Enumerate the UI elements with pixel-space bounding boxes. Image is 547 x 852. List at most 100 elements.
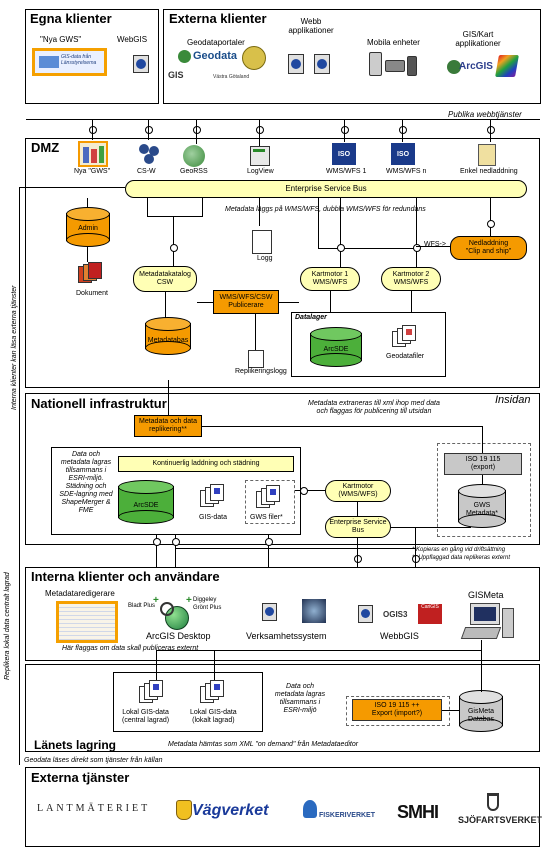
map-icon	[39, 56, 59, 68]
wms-wfs-csw-publicerare: WMS/WFS/CSW Publicerare	[213, 290, 279, 314]
replikeringslogg-label: Replikeringslogg	[235, 368, 287, 375]
vastra-gotaland-logo: Västra Götaland	[213, 74, 250, 80]
gws-filer-box	[245, 480, 295, 524]
kartmotor-n-line	[295, 490, 325, 491]
nedladdning-clip-ship: Nedladdning "Clip and ship"	[450, 236, 527, 260]
lanets-lagring-title: Länets lagring	[34, 738, 117, 752]
plus-icon-1: +	[153, 595, 159, 606]
smhi-logo: SMHI	[397, 802, 439, 822]
esb-drop	[318, 198, 319, 248]
arcgis-desktop-label: ArcGIS Desktop	[146, 631, 211, 641]
georss-icon	[183, 145, 205, 167]
iso-19115-export-import: ISO 19 115 ++ Export (import?)	[352, 699, 442, 721]
connector	[487, 220, 495, 228]
gis-data-label: GIS-data	[199, 514, 228, 521]
arcgis-logo: ArcGIS	[447, 58, 497, 80]
geodatafiler-icon	[392, 325, 416, 349]
publika-line	[26, 119, 540, 120]
down-line	[415, 528, 416, 600]
bladt-plus-label: Bladt Plus	[128, 603, 156, 609]
metadataredigerare-screenshot	[56, 601, 118, 643]
wfs-arrow-label: WFS->	[424, 241, 446, 248]
pub-line	[197, 302, 213, 303]
wfs-line	[416, 246, 450, 247]
lanets-line	[214, 650, 215, 680]
admin-line	[87, 198, 88, 208]
verksamhetssystem-label: Verksamhetssystem	[246, 631, 327, 641]
dmz-title: DMZ	[31, 140, 60, 155]
lokal-lokal-icon	[200, 680, 224, 706]
connector-line	[490, 120, 491, 142]
esb-drop	[318, 248, 416, 249]
connector-line	[92, 120, 93, 140]
replikera-lokal-note: Replikera lokal data centralt lagrad	[4, 572, 11, 680]
lanets-lagring-section	[25, 664, 540, 752]
connector-line	[196, 120, 197, 144]
kartmotor-line	[411, 291, 412, 313]
connector	[413, 244, 421, 252]
wms-wfs-1-label: WMS/WFS 1	[326, 168, 367, 175]
wms-wfs-n-label: WMS/WFS n	[386, 168, 427, 175]
arcgis-logo-text: ArcGIS	[459, 61, 493, 72]
connector	[256, 126, 264, 134]
lantmateriet-logo: LANTMÄTERIET	[37, 803, 151, 814]
vagverket-crown-icon	[176, 800, 192, 820]
logg-label: Logg	[257, 255, 273, 262]
gws-filer-label: GWS filer*	[250, 514, 283, 521]
iso-export-lanets-dashed	[346, 696, 450, 726]
connector	[145, 126, 153, 134]
enterprise-service-bus-nationell: Enterprise Service Bus	[325, 516, 391, 538]
mobila-enheter-label: Mobila enheter	[367, 38, 420, 47]
metadatakatalog-csw: Metadatakatalog CSW	[133, 266, 197, 292]
arcsde-nationell-database: ArcSDE	[118, 480, 174, 524]
download-icon	[478, 144, 496, 166]
iso-export-dashed-box	[437, 443, 531, 537]
sjofartsverket-logo: SJÖFARTSVERKET	[458, 815, 543, 825]
left-vertical-line	[19, 187, 20, 747]
carigis-logo: CariGIS	[418, 604, 442, 624]
repl-line	[202, 426, 482, 427]
logview-icon	[250, 146, 270, 166]
connector-line	[148, 120, 149, 140]
sjofartsverket-anchor-icon	[487, 793, 499, 811]
nya-gws-icon	[78, 141, 108, 167]
iso-icon-n: ISO	[391, 143, 415, 165]
csw-line	[165, 292, 166, 318]
horiz-line	[175, 548, 415, 549]
kartmotor-nationell: Kartmotor (WMS/WFS)	[325, 480, 391, 502]
gis-kart-applikationer-label: GIS/Kart applikationer	[455, 30, 501, 48]
esb-drop	[202, 198, 203, 216]
connector-line	[344, 120, 345, 142]
logg-document-icon	[252, 230, 272, 254]
kartmotor-1: Kartmotor 1 WMS/WFS	[300, 267, 360, 291]
down-line	[175, 535, 176, 595]
left-esb-line	[19, 187, 125, 188]
geodatafiler-label: Geodatafiler	[386, 353, 425, 360]
metadata-data-replikering: Metadata och data replikering**	[134, 415, 202, 437]
dmz-nya-gws-label: Nya "GWS"	[74, 168, 111, 175]
arcsde-dmz-database: ArcSDE	[310, 327, 362, 367]
datalager-label: Datalager	[295, 314, 327, 321]
lokal-lokal-label: Lokal GIS-data (lokalt lagrad)	[190, 709, 237, 724]
metadatabas-database: Metadatabas	[145, 317, 191, 355]
esb-drop	[259, 198, 260, 226]
metadata-wms-note: Metadata läggs på WMS/WFS, dubbla WMS/WF…	[225, 206, 426, 213]
webbgis-browser-icon	[358, 605, 373, 623]
webgis-label: WebGIS	[117, 35, 148, 44]
gis-logo: GIS	[168, 70, 184, 80]
connector	[337, 244, 345, 252]
esb-n-line	[391, 527, 471, 528]
footnote-2: ** Uppflaggad data replikeras externt	[412, 555, 511, 561]
gismeta-up-line	[481, 640, 482, 692]
interna-klienter-title: Interna klienter och användare	[31, 569, 220, 584]
footnote-1: * Kopieras en gång vid driftsättning	[412, 547, 506, 553]
lanets-data-note: Data och metadata lagras tillsammans i E…	[274, 683, 326, 714]
iso-19115-export: ISO 19 115 (export)	[444, 453, 522, 475]
georss-label: GeoRSS	[180, 168, 208, 175]
lokal-central-icon	[139, 680, 163, 706]
connector	[399, 126, 407, 134]
csw-label: CS-W	[137, 168, 156, 175]
gismeta-label: GISMeta	[468, 590, 504, 600]
publika-webbtjanster-label: Publika webbtjänster	[448, 110, 522, 119]
repl-line	[168, 380, 169, 415]
